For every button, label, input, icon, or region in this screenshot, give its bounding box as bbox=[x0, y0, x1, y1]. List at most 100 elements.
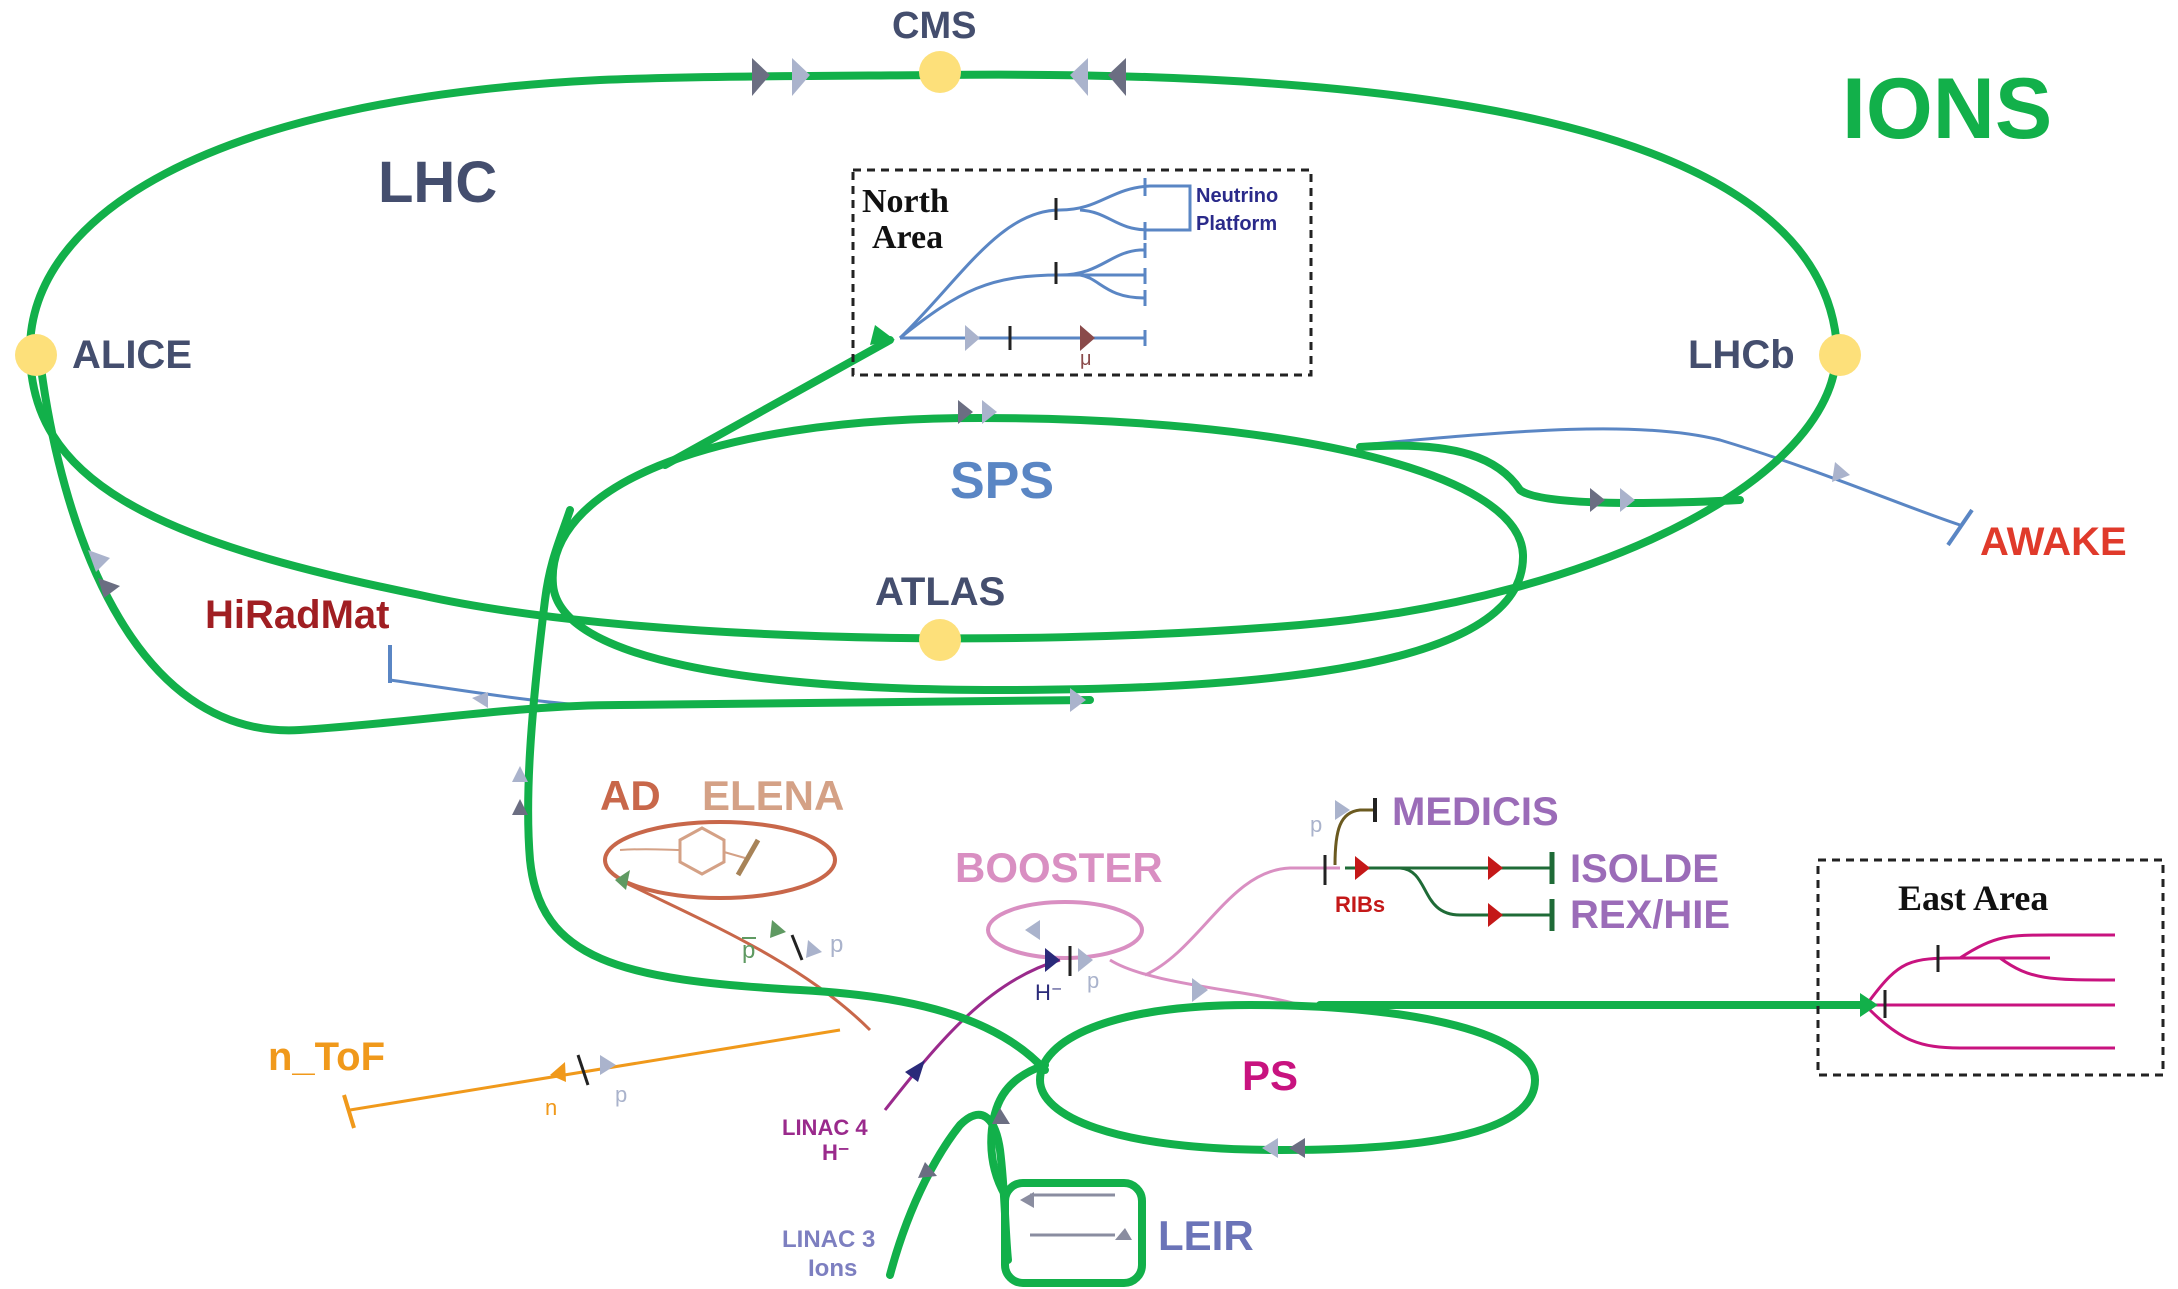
elena-extraction bbox=[735, 838, 761, 877]
east-area-box bbox=[1816, 858, 2165, 1077]
arrow-icon bbox=[98, 578, 120, 598]
ions-title: IONS bbox=[1842, 61, 2052, 157]
arrow-icon bbox=[982, 400, 997, 424]
arrow-icon bbox=[550, 1062, 566, 1082]
arrow-icon bbox=[1488, 903, 1503, 927]
elena-line bbox=[619, 848, 746, 859]
elena-label: ELENA bbox=[702, 772, 844, 819]
arrow-icon bbox=[1020, 1192, 1034, 1208]
north-area-box bbox=[851, 168, 1313, 377]
ps-label: PS bbox=[1242, 1052, 1298, 1099]
p-medicis-label: p bbox=[1310, 812, 1322, 837]
cms-detector-dot bbox=[919, 51, 961, 93]
ntof-label: n_ToF bbox=[268, 1035, 385, 1079]
ad-label: AD bbox=[600, 772, 661, 819]
linac3-label-line2: Ions bbox=[808, 1255, 857, 1282]
isolde-label: ISOLDE bbox=[1570, 847, 1719, 891]
arrow-icon bbox=[472, 692, 488, 708]
arrow-icon bbox=[806, 940, 822, 958]
ad-injection-line bbox=[619, 878, 872, 1032]
neutrino-bracket bbox=[1180, 184, 1192, 232]
rex-hie-label: REX/HIE bbox=[1570, 893, 1730, 937]
arrow-icon bbox=[905, 1060, 925, 1082]
leir-to-ps bbox=[987, 1061, 1049, 1199]
p-booster-label: p bbox=[1087, 968, 1099, 993]
p-ntof-label: p bbox=[615, 1082, 627, 1107]
arrow-icon bbox=[770, 920, 786, 938]
ad-ring bbox=[603, 820, 837, 900]
arrow-icon bbox=[512, 766, 528, 782]
arrow-icon bbox=[918, 1162, 937, 1178]
ps-to-sps bbox=[524, 506, 1049, 1074]
arrow-icon bbox=[1832, 462, 1850, 482]
arrow-icon bbox=[600, 1055, 616, 1075]
arrow-icon bbox=[1045, 948, 1060, 972]
arrow-icon bbox=[992, 1108, 1010, 1124]
ad-target-mark bbox=[790, 934, 804, 961]
ntof-end-cap bbox=[342, 1094, 356, 1129]
north-area-label-line1: North bbox=[862, 183, 949, 220]
north-area-label-line2: Area bbox=[872, 219, 943, 256]
arrow-icon bbox=[870, 325, 895, 345]
leir-label: LEIR bbox=[1158, 1212, 1254, 1259]
sps-ring bbox=[548, 413, 1528, 695]
arrow-icon bbox=[752, 58, 770, 96]
arrow-icon bbox=[792, 58, 810, 96]
ntof-target-mark bbox=[576, 1054, 590, 1086]
awake-end-cap bbox=[1946, 508, 1974, 547]
sps-label: SPS bbox=[950, 452, 1054, 510]
north-area-target-marks bbox=[1008, 198, 1058, 350]
booster-to-ps-line bbox=[1109, 958, 1301, 1007]
h-minus-label: H⁻ bbox=[1035, 980, 1063, 1005]
atlas-detector-dot bbox=[919, 619, 961, 661]
lhc-ring bbox=[25, 70, 1841, 643]
cms-label: CMS bbox=[892, 5, 976, 47]
elena-ring bbox=[678, 826, 726, 876]
booster-label: BOOSTER bbox=[955, 844, 1163, 891]
arrow-icon bbox=[1860, 993, 1878, 1017]
ion-path bbox=[25, 70, 1864, 1287]
sps-to-lhc-right bbox=[1356, 441, 1744, 507]
east-area-branch-2 bbox=[1959, 933, 2115, 960]
awake-label: AWAKE bbox=[1980, 520, 2127, 564]
linac4-line bbox=[883, 958, 1061, 1111]
booster-to-isolde-line bbox=[1144, 866, 1340, 977]
atlas-label: ATLAS bbox=[875, 570, 1005, 614]
arrow-icon bbox=[1078, 948, 1093, 972]
awake-transfer-line bbox=[1359, 427, 1961, 527]
arrow-icon bbox=[1108, 58, 1126, 96]
transfer-lines bbox=[342, 178, 2116, 1237]
arrow-icon bbox=[1355, 856, 1370, 880]
arrow-icon bbox=[1192, 978, 1208, 1002]
neutrino-platform-line1: Neutrino bbox=[1196, 185, 1278, 207]
arrow-icon bbox=[615, 870, 630, 890]
leir-inner-path bbox=[1030, 1193, 1115, 1237]
hiradmat-label: HiRadMat bbox=[205, 593, 389, 637]
sps-to-north-area bbox=[661, 336, 894, 469]
arrow-icon bbox=[965, 325, 980, 351]
medicis-label: MEDICIS bbox=[1392, 790, 1559, 834]
arrow-icon bbox=[1080, 325, 1095, 351]
north-area-line-1 bbox=[898, 184, 1190, 340]
sps-to-lhc-left bbox=[36, 356, 1094, 735]
alice-detector-dot bbox=[15, 334, 57, 376]
medicis-line bbox=[1333, 808, 1375, 866]
beam-arrows bbox=[88, 58, 1878, 1240]
east-area-branch-1 bbox=[1868, 956, 2050, 1001]
alice-label: ALICE bbox=[72, 333, 192, 377]
n-label: n bbox=[545, 1095, 557, 1120]
east-area-branch-3 bbox=[1999, 956, 2116, 982]
labels: IONS CMS LHC ALICE LHCb ATLAS SPS AWAKE … bbox=[72, 5, 2127, 1282]
arrow-icon bbox=[1620, 488, 1635, 512]
arrow-icon bbox=[512, 799, 528, 815]
arrow-icon bbox=[1590, 488, 1605, 512]
pbar-label: p bbox=[742, 937, 755, 964]
p-ad-label: p bbox=[830, 931, 843, 958]
ribs-label: RIBs bbox=[1335, 892, 1385, 917]
lhcb-detector-dot bbox=[1819, 334, 1861, 376]
linac3-label-line1: LINAC 3 bbox=[782, 1226, 875, 1253]
arrow-icon bbox=[1335, 800, 1350, 820]
east-area-branch-5 bbox=[1868, 1008, 2115, 1050]
booster-ring bbox=[986, 900, 1144, 960]
